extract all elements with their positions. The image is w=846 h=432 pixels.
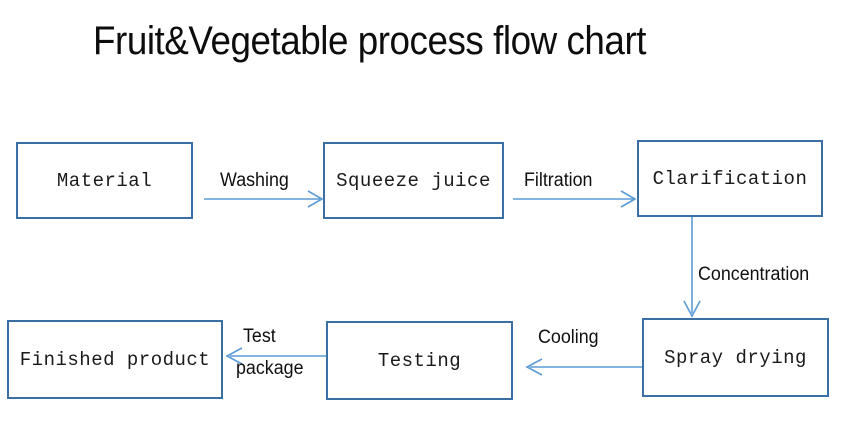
edge-label-cooling: Cooling [538,327,599,348]
node-testing[interactable]: Testing [326,321,513,400]
arrow-cooling-head [525,358,543,376]
edge-label-filtration: Filtration [524,170,593,191]
arrow-filtration [513,190,637,208]
edge-label-washing: Washing [220,170,289,191]
edge-label-package: package [236,358,304,379]
arrow-test-package [225,347,326,365]
node-spray-drying[interactable]: Spray drying [642,318,829,397]
arrow-washing-head [307,190,324,208]
arrow-filtration-head [620,190,637,208]
arrow-test-package-head [225,347,243,365]
node-material-label: Material [56,169,153,192]
node-spray-drying-label: Spray drying [664,346,807,369]
arrow-concentration [683,217,701,318]
node-finished-product-label: Finished product [19,348,211,371]
node-squeeze-juice-label: Squeeze juice [336,169,491,192]
edge-label-test: Test [243,326,276,347]
node-finished-product[interactable]: Finished product [7,320,223,399]
arrow-concentration-head [683,300,701,318]
node-material[interactable]: Material [16,142,193,219]
edge-label-concentration: Concentration [698,264,810,285]
node-clarification-label: Clarification [652,167,808,190]
arrow-washing [204,190,324,208]
node-testing-label: Testing [377,349,462,372]
arrow-cooling [525,358,642,376]
page-title: Fruit&Vegetable process flow chart [93,19,647,63]
node-clarification[interactable]: Clarification [637,140,823,217]
node-squeeze-juice[interactable]: Squeeze juice [323,142,504,219]
